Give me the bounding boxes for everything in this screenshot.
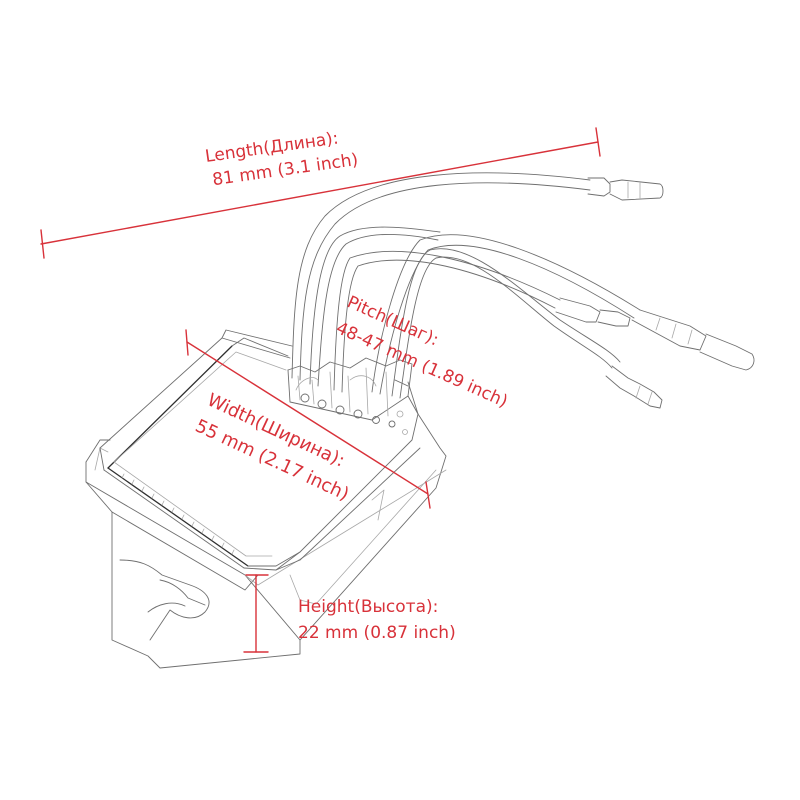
regulator-sketch — [85, 329, 447, 669]
height-dimension — [243, 574, 269, 653]
width-dimension — [185, 329, 431, 509]
width-dimension-line — [186, 341, 429, 495]
width-tick-left — [185, 329, 189, 356]
length-dimension — [40, 127, 601, 259]
wire-harness-sketch — [291, 172, 755, 409]
length-dimension-line — [40, 141, 599, 245]
length-tick-left — [40, 229, 45, 259]
length-tick-right — [595, 127, 601, 157]
pitch-label: Pitch(Шаг): 48-47 mm (1.89 inch) — [333, 292, 511, 412]
height-title: Height(Высота): — [298, 597, 438, 617]
width-label: Width(Ширина): 55 mm (2.17 inch) — [192, 389, 352, 505]
length-label: Length(Длина): 81 mm (3.1 inch) — [204, 128, 360, 190]
width-tick-right — [425, 481, 431, 509]
height-value: 22 mm (0.87 inch) — [298, 623, 456, 643]
height-label: Height(Высота): 22 mm (0.87 inch) — [298, 597, 456, 643]
